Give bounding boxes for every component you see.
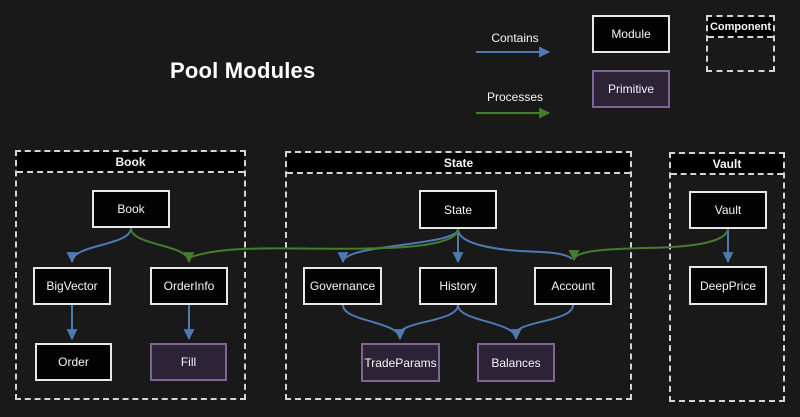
group-state-title: State bbox=[287, 153, 630, 174]
node-tradeparams-label: TradeParams bbox=[364, 355, 437, 370]
node-vault-label: Vault bbox=[714, 203, 742, 217]
node-state-label: State bbox=[443, 202, 473, 217]
node-bigvector-label: BigVector bbox=[46, 279, 98, 293]
legend-component-label: Component bbox=[708, 17, 773, 38]
legend-module-label: Module bbox=[611, 27, 651, 41]
node-tradeparams: TradeParams bbox=[361, 343, 440, 382]
node-order: Order bbox=[35, 343, 112, 381]
node-bigvector: BigVector bbox=[33, 267, 111, 305]
legend-module-box: Module bbox=[592, 15, 670, 53]
legend-processes-label: Processes bbox=[486, 90, 544, 104]
group-vault-title: Vault bbox=[671, 154, 783, 175]
node-orderinfo-label: OrderInfo bbox=[163, 279, 215, 293]
node-book: Book bbox=[92, 190, 170, 228]
page-title: Pool Modules bbox=[170, 58, 316, 83]
group-state: State bbox=[285, 151, 632, 400]
node-orderinfo: OrderInfo bbox=[150, 267, 228, 305]
node-book-label: Book bbox=[117, 202, 145, 216]
node-fill-label: Fill bbox=[180, 355, 197, 369]
node-account-label: Account bbox=[551, 279, 595, 293]
legend-primitive-label: Primitive bbox=[607, 82, 654, 96]
node-history: History bbox=[419, 267, 497, 305]
group-vault: Vault bbox=[669, 152, 785, 402]
node-state: State bbox=[419, 190, 497, 229]
node-deepprice: DeepPrice bbox=[689, 266, 767, 305]
node-governance: Governance bbox=[303, 267, 382, 305]
legend-contains-label: Contains bbox=[491, 31, 539, 45]
group-book-title: Book bbox=[17, 152, 244, 173]
node-vault: Vault bbox=[689, 191, 767, 229]
node-history-label: History bbox=[439, 279, 477, 293]
node-balances: Balances bbox=[477, 343, 555, 382]
legend-component-box: Component bbox=[706, 15, 775, 72]
group-book: Book bbox=[15, 150, 246, 400]
node-deepprice-label: DeepPrice bbox=[699, 278, 757, 293]
node-fill: Fill bbox=[150, 343, 227, 381]
node-order-label: Order bbox=[58, 355, 89, 369]
node-governance-label: Governance bbox=[309, 279, 376, 293]
legend-primitive-box: Primitive bbox=[592, 70, 670, 108]
node-balances-label: Balances bbox=[491, 355, 541, 370]
node-account: Account bbox=[534, 267, 612, 305]
